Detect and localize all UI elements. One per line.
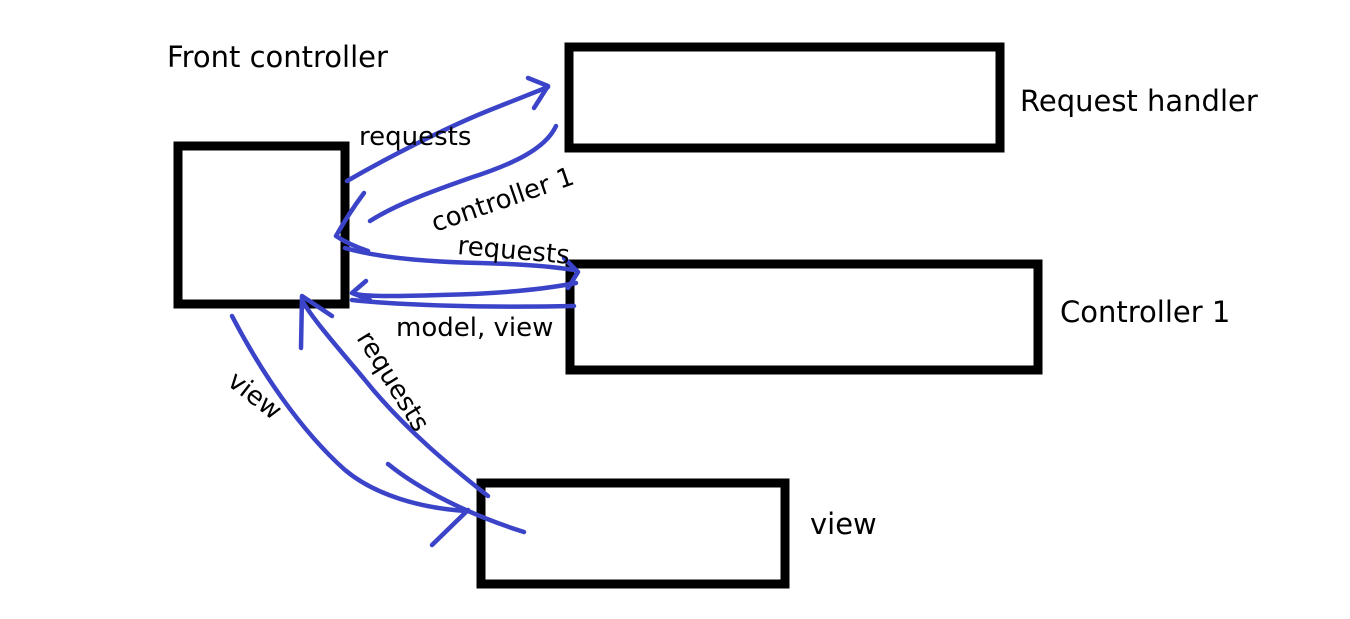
arrow-controller-returns-model-view: [352, 280, 579, 299]
arrow-view-dispatch: [229, 313, 469, 514]
front-controller-box: [173, 141, 350, 309]
view-label: view: [810, 507, 877, 541]
request-handler-label: Request handler: [1020, 84, 1258, 118]
controller-1-label: Controller 1: [1060, 295, 1230, 329]
arrowhead-to-handler: [525, 75, 551, 111]
front-controller-label: Front controller: [167, 40, 388, 74]
controller-1-box: [565, 259, 1043, 375]
arrow-requests-from-view: [300, 299, 491, 499]
arrow-controller-return-second-stroke: [349, 297, 577, 309]
arrow-requests-to-controller: [342, 245, 577, 273]
view-box: [476, 478, 790, 589]
request-handler-box: [564, 42, 1005, 153]
arrows: [229, 75, 581, 548]
arrowhead-to-front-controller-left: [298, 293, 335, 351]
arrow-handler-returns-controller: [367, 123, 559, 224]
arrowhead-to-front-controller-top: [333, 190, 371, 254]
edge-label-view: view: [222, 366, 288, 427]
edge-label-model-view: model, view: [396, 313, 553, 343]
arrow-requests-to-handler: [344, 84, 551, 184]
arrowhead-to-front-controller-bottom: [349, 278, 373, 303]
edge-label-requests-top: requests: [359, 122, 471, 152]
edge-label-controller-1: controller 1: [428, 162, 579, 239]
arrowhead-to-view-second-stroke: [385, 461, 527, 535]
arrowhead-to-view: [429, 507, 471, 548]
